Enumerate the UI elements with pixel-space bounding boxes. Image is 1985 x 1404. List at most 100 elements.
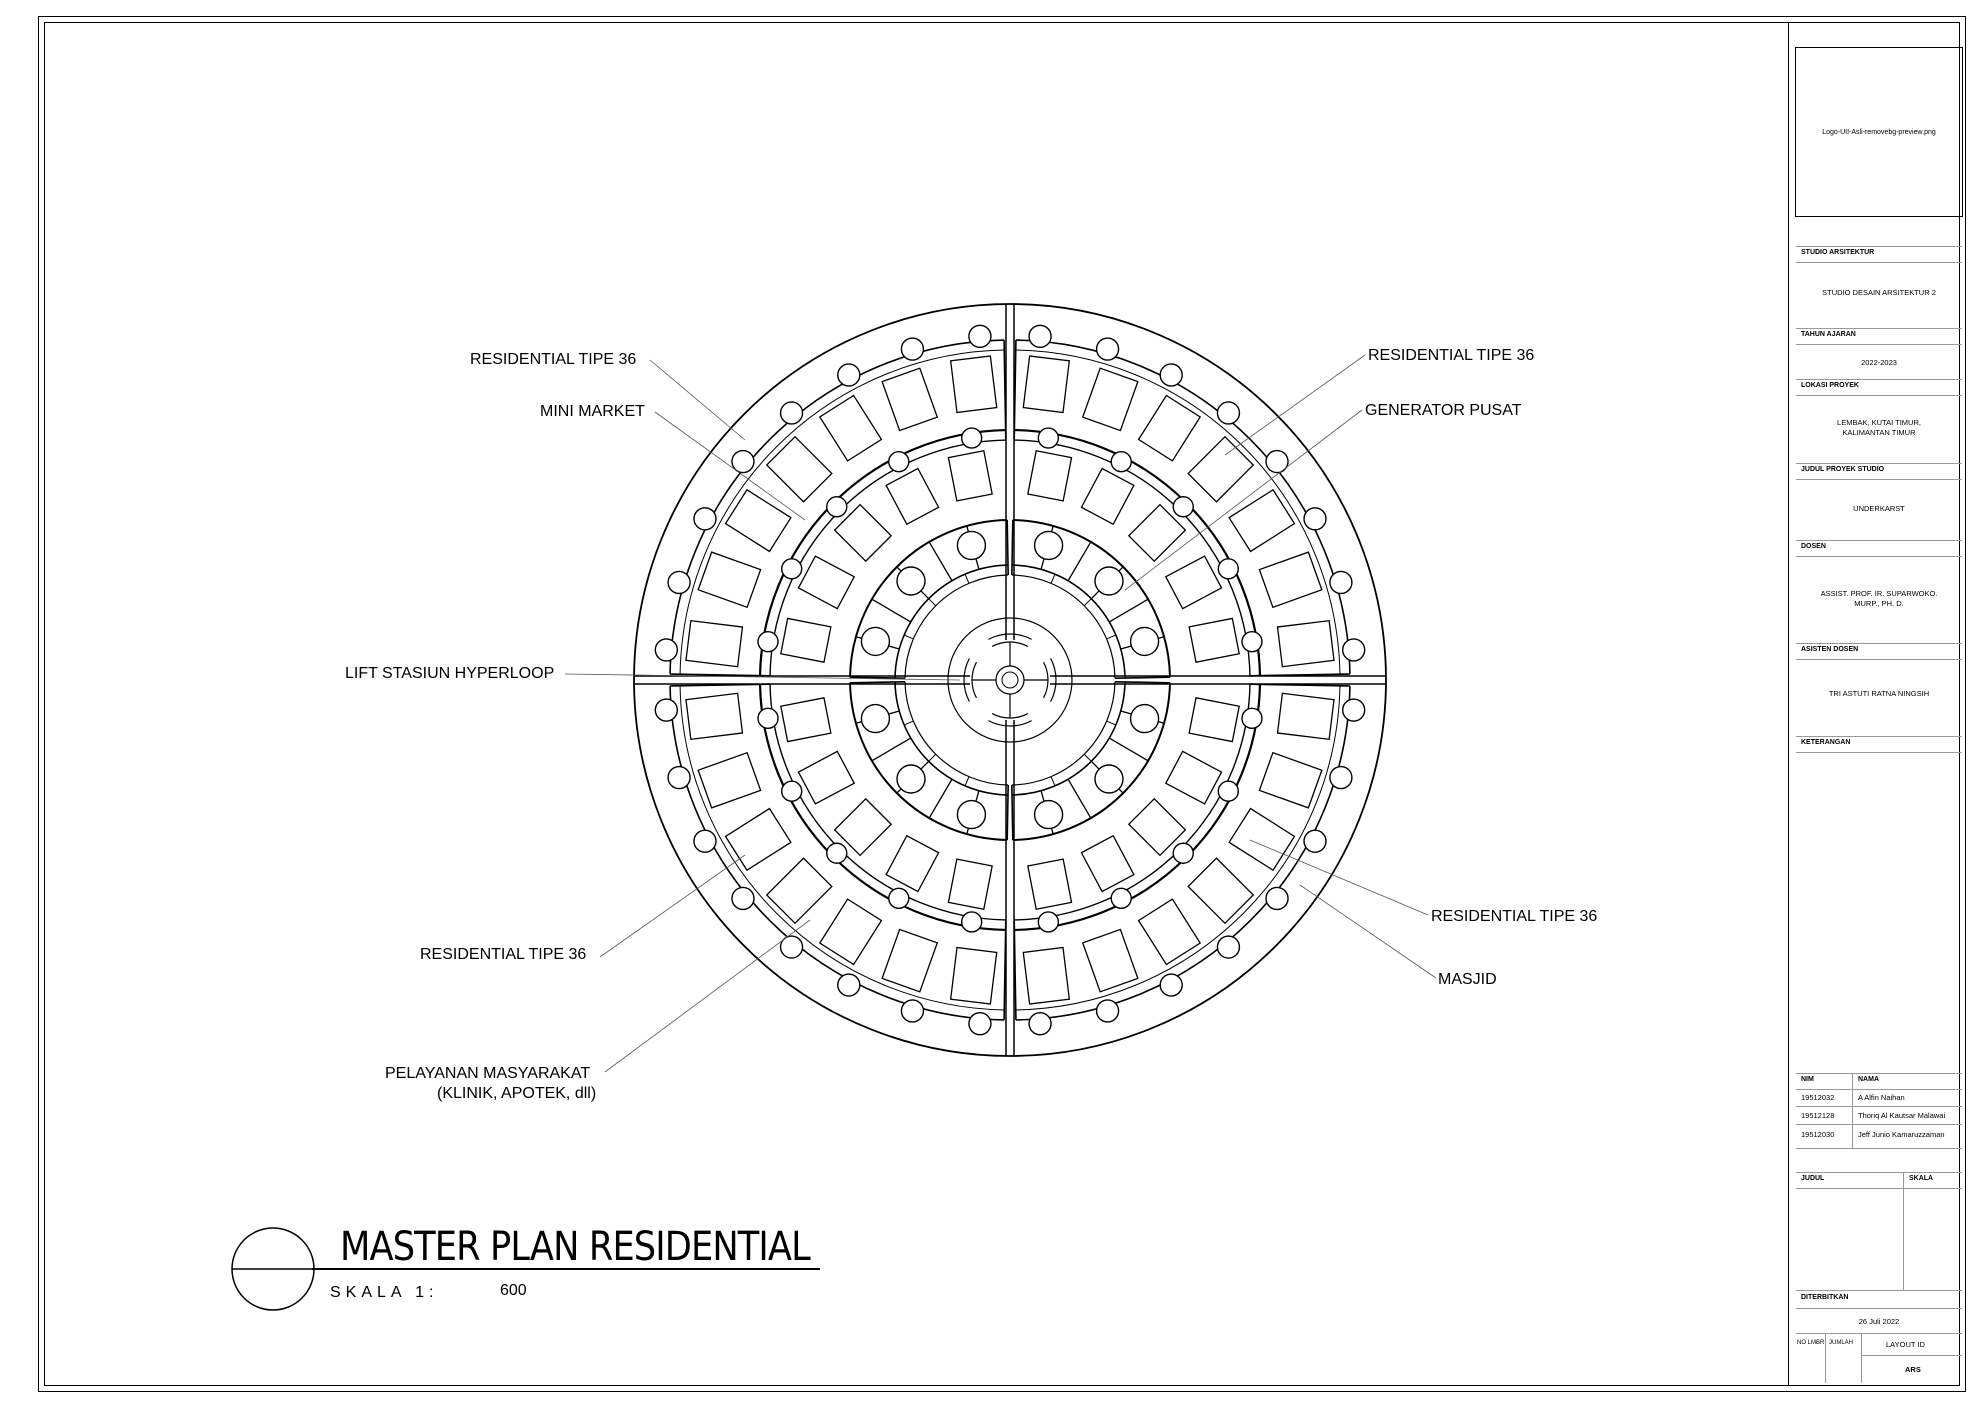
tree [693,507,717,531]
ring-inner [1012,682,1171,841]
tb-divider [1796,262,1962,263]
callout-lift: LIFT STASIUN HYPERLOOP [345,665,555,682]
location-label: LOKASI PROYEK [1801,382,1859,389]
tree [1033,799,1064,830]
inner-division [928,598,937,607]
ring-inner [1011,681,1116,786]
callout-mini-market: MINI MARKET [540,403,645,420]
inner-division [1083,753,1092,762]
tb-divider [1796,540,1962,541]
tree [896,764,926,794]
tree [1303,507,1327,531]
inner-division [1050,573,1056,584]
name-header: NAMA [1858,1076,1879,1083]
studio-value: STUDIO DESAIN ARSITEKTUR 2 [1822,288,1936,297]
location-line2: KALIMANTAN TIMUR [1842,428,1916,437]
callout-residential-tr: RESIDENTIAL TIPE 36 [1368,347,1535,364]
tree [860,703,891,734]
callout-leader [654,411,806,521]
judul-label: JUDUL [1801,1175,1825,1182]
callout-leader [1249,839,1429,916]
no-lmbr-label: NO LMBR [1797,1340,1825,1346]
house-plot [1080,834,1135,893]
ring-inner [1012,519,1171,678]
house-plot [1164,555,1223,610]
tb-divider [1796,1089,1962,1090]
ring-outer [669,685,1005,1021]
location-line1: LEMBAK, KUTAI TIMUR, [1837,418,1921,427]
house-plot [1228,807,1296,872]
house-plot [765,857,833,925]
house-plot [1022,946,1071,1005]
hub-arc [988,720,1032,727]
ring-inner [904,574,1009,679]
tb-vdivider [1903,1172,1904,1290]
studio-label: STUDIO ARSITEKTUR [1801,249,1875,256]
hub-arc [991,641,1029,647]
lecturer-line2: MURP., PH. D. [1854,599,1904,608]
assistant-value: TRI ASTUTI RATNA NINGSIH [1828,689,1930,698]
hub-core-inner [1001,671,1019,689]
tree [1028,324,1052,349]
inner-division [871,737,912,762]
callout-pelayanan-sub: (KLINIK, APOTEK, dll) [437,1085,597,1102]
house-plot [685,692,744,741]
tb-divider [1796,479,1962,480]
inner-division [964,573,970,584]
student-nim: 19512128 [1801,1111,1835,1120]
callout-leader [564,673,961,681]
house-plot [780,617,832,663]
inner-division [1067,541,1092,582]
callout-pelayanan: PELAYANAN MASYARAKAT [385,1065,591,1082]
project-label: JUDUL PROYEK STUDIO [1801,466,1885,473]
inner-division [1067,778,1092,819]
house-plot [1127,503,1187,563]
ring-edge [850,681,906,684]
tree [888,887,910,909]
house-plot [1137,394,1202,462]
ring-outer [1015,349,1341,675]
house-plot [1164,750,1223,805]
ring-edge [1114,676,1170,679]
house-plot [1258,751,1323,809]
house-plot [724,807,792,872]
sheet-inner-border [44,22,1960,1386]
house-plot [833,797,893,857]
tree [1037,427,1060,449]
tb-divider [1796,1148,1962,1149]
tb-divider [1796,1172,1962,1173]
ring-outer [679,349,1005,675]
tree [1094,566,1124,596]
tb-divider [1796,1073,1962,1074]
tree [826,842,848,864]
tree [1129,703,1160,734]
tree [1037,911,1060,933]
tree [900,999,925,1023]
hub-arc [971,661,977,699]
tree [1329,570,1353,595]
tree [1033,530,1064,561]
ring-inner [1011,574,1116,679]
student-nim: 19512032 [1801,1093,1835,1102]
tree [1159,363,1183,387]
title-marker-circle [231,1227,315,1311]
house-plot [1276,692,1335,741]
drawing-scale-value: 600 [500,1282,527,1299]
hub-arc [988,633,1032,640]
tree [860,626,891,657]
house-plot [1127,797,1187,857]
house-plot [797,750,856,805]
house-plot [1027,858,1073,910]
hub-arc [991,713,1029,719]
ring-edge [1249,673,1350,677]
ring-edge [1003,340,1007,441]
tree [826,496,848,518]
published-value: 26 Juli 2022 [1858,1317,1900,1326]
house-plot [1276,619,1335,668]
inner-division [903,634,914,640]
house-plot [1258,551,1323,609]
callout-leader [1124,409,1363,591]
tb-divider [1796,643,1962,644]
tree [731,886,755,911]
student-name: Thoriq Al Kautsar Malawai [1858,1111,1946,1120]
